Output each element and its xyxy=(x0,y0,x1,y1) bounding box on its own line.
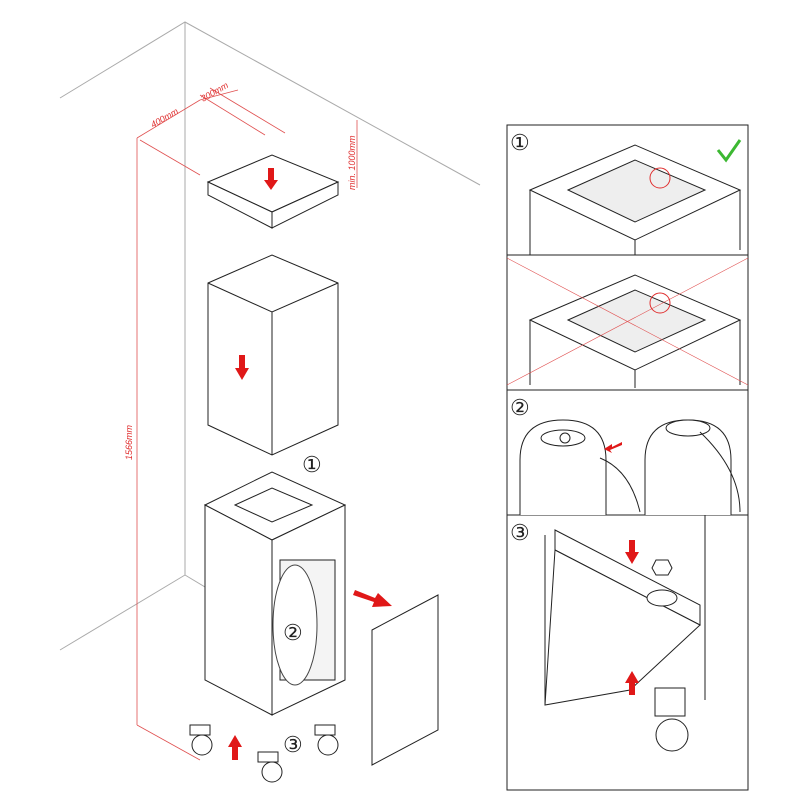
detail-panel-3-gas-bottle: ② xyxy=(510,395,741,515)
top-lid xyxy=(206,154,340,229)
detail-3-step-label: ③ xyxy=(510,520,530,545)
down-arrow-icon xyxy=(264,168,278,190)
check-icon xyxy=(716,139,742,163)
dimension-lines xyxy=(136,87,358,761)
height-dimension: 1566mm xyxy=(124,424,134,460)
up-arrow-icon xyxy=(625,671,639,695)
down-arrow-icon xyxy=(625,540,639,564)
room-walls xyxy=(59,21,481,651)
down-arrow-icon xyxy=(235,355,249,380)
detail-panel-4-caster: ③ xyxy=(510,515,706,752)
insert-arrow-icon xyxy=(353,590,392,607)
depth-dimension: 400mm xyxy=(149,106,180,130)
detail-panel-2 xyxy=(506,257,749,388)
casters: ③ xyxy=(189,724,339,783)
detail-2-step-label: ② xyxy=(510,395,530,420)
side-door-panel xyxy=(353,590,439,766)
width-dimension: 300mm xyxy=(199,80,230,104)
left-arrow-icon xyxy=(604,442,622,453)
step-1-label: ① xyxy=(302,452,322,477)
step-3-label: ③ xyxy=(283,732,303,757)
step-2-label: ② xyxy=(283,620,303,645)
clearance-dimension: min. 1000mm xyxy=(347,135,357,190)
up-arrow-icon xyxy=(228,735,242,760)
base-unit: ① ② xyxy=(203,452,347,716)
cover-shell xyxy=(207,254,339,456)
detail-panel-1: ① xyxy=(510,130,742,255)
detail-1-step-label: ① xyxy=(510,130,530,155)
